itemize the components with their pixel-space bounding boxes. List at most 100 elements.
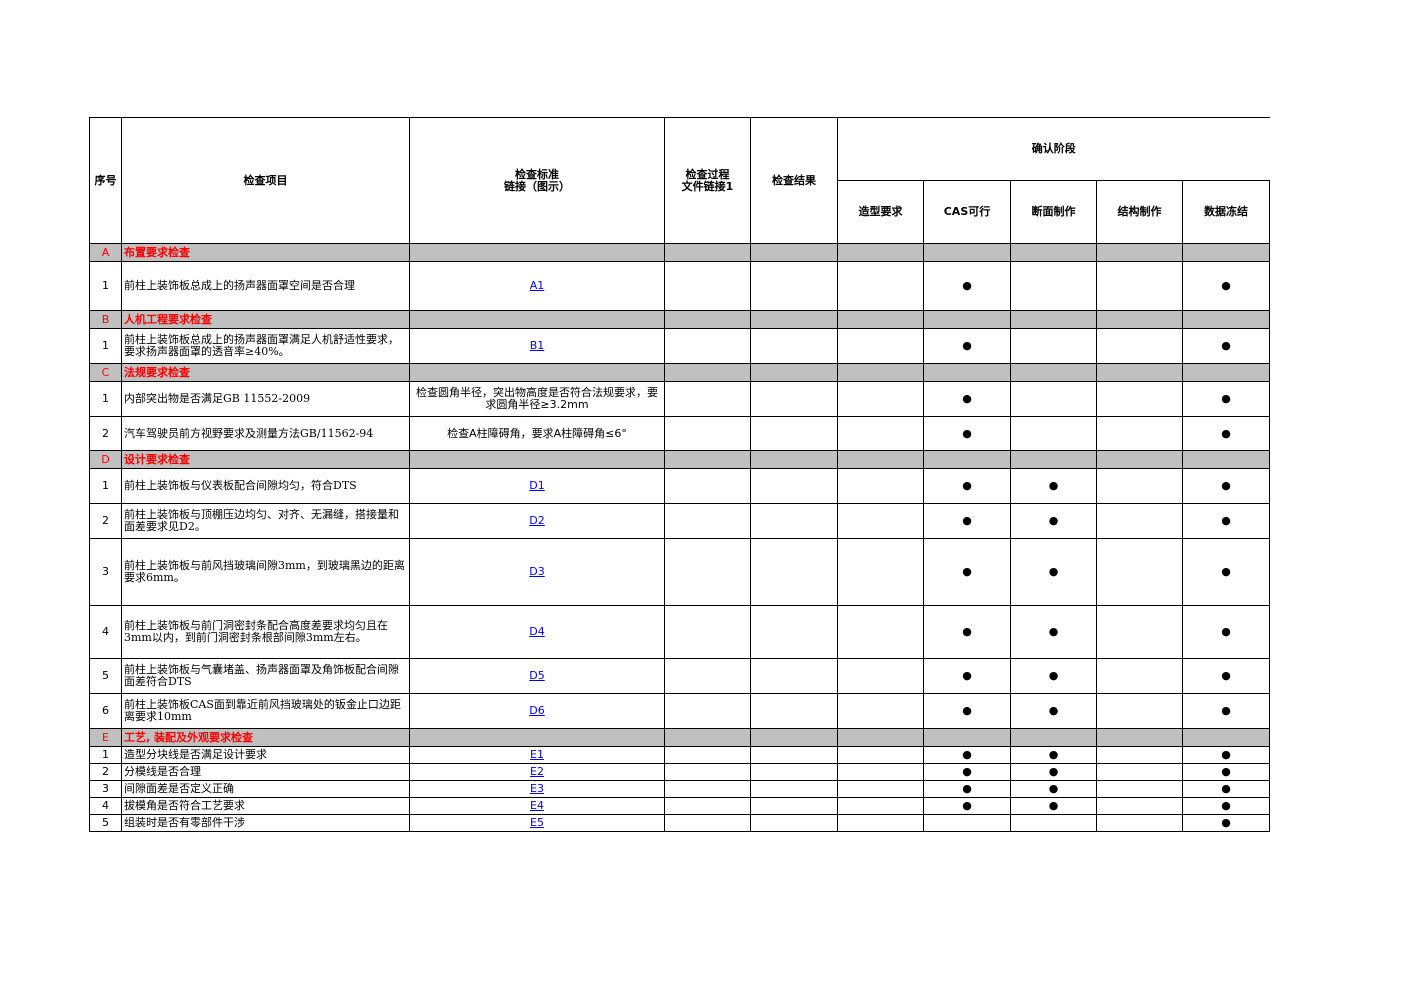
stage-cell-3[interactable] (1096, 780, 1183, 798)
standard-link[interactable]: D6 (529, 704, 545, 717)
section-code[interactable]: A (89, 243, 122, 262)
standard-cell[interactable]: D3 (409, 538, 665, 606)
stage-cell-2[interactable]: ● (1010, 468, 1097, 504)
result-cell[interactable] (750, 746, 838, 764)
section-code[interactable]: B (89, 310, 122, 329)
stage-cell-1[interactable]: ● (923, 746, 1011, 764)
stage-cell-1[interactable]: ● (923, 763, 1011, 781)
standard-cell[interactable]: B1 (409, 328, 665, 364)
result-cell[interactable] (750, 658, 838, 694)
section-cell[interactable] (1010, 243, 1097, 262)
check-item[interactable]: 汽车驾驶员前方视野要求及测量方法GB/11562-94 (121, 416, 410, 451)
section-cell[interactable] (1096, 363, 1183, 382)
stage-cell-0[interactable] (837, 693, 924, 729)
section-cell[interactable] (1096, 310, 1183, 329)
section-cell[interactable] (750, 363, 838, 382)
stage-cell-3[interactable] (1096, 658, 1183, 694)
stage-cell-3[interactable] (1096, 261, 1183, 311)
standard-link[interactable]: E3 (530, 782, 544, 795)
section-cell[interactable] (837, 363, 924, 382)
stage-cell-4[interactable]: ● (1182, 780, 1270, 798)
stage-cell-0[interactable] (837, 780, 924, 798)
stage-cell-3[interactable] (1096, 693, 1183, 729)
section-cell[interactable] (664, 728, 751, 747)
row-number[interactable]: 6 (89, 693, 122, 729)
stage-cell-1[interactable]: ● (923, 261, 1011, 311)
process-link-cell[interactable] (664, 693, 751, 729)
standard-cell[interactable]: E2 (409, 763, 665, 781)
stage-cell-1[interactable]: ● (923, 381, 1011, 417)
section-cell[interactable] (1010, 310, 1097, 329)
header-stage-1[interactable]: CAS可行 (923, 180, 1011, 244)
section-title[interactable]: 工艺, 装配及外观要求检查 (121, 728, 410, 747)
stage-cell-1[interactable]: ● (923, 693, 1011, 729)
stage-cell-1[interactable]: ● (923, 658, 1011, 694)
process-link-cell[interactable] (664, 658, 751, 694)
stage-cell-2[interactable] (1010, 381, 1097, 417)
process-link-cell[interactable] (664, 605, 751, 659)
section-cell[interactable] (409, 363, 665, 382)
stage-cell-4[interactable]: ● (1182, 746, 1270, 764)
standard-cell[interactable]: E3 (409, 780, 665, 798)
row-number[interactable]: 3 (89, 538, 122, 606)
section-cell[interactable] (664, 243, 751, 262)
check-item[interactable]: 前柱上装饰板CAS面到靠近前风挡玻璃处的钣金止口边距离要求10mm (121, 693, 410, 729)
section-cell[interactable] (1096, 728, 1183, 747)
stage-cell-4[interactable]: ● (1182, 261, 1270, 311)
section-code[interactable]: D (89, 450, 122, 469)
stage-cell-2[interactable]: ● (1010, 797, 1097, 815)
section-cell[interactable] (664, 450, 751, 469)
section-cell[interactable] (837, 243, 924, 262)
check-item[interactable]: 前柱上装饰板与前门洞密封条配合高度差要求均匀且在3mm以内，到前门洞密封条根部间… (121, 605, 410, 659)
section-cell[interactable] (750, 310, 838, 329)
standard-cell[interactable]: E4 (409, 797, 665, 815)
section-cell[interactable] (1010, 450, 1097, 469)
section-cell[interactable] (409, 728, 665, 747)
section-cell[interactable] (750, 450, 838, 469)
header-process[interactable]: 检查过程 文件链接1 (664, 117, 751, 244)
header-stage-0[interactable]: 造型要求 (837, 180, 924, 244)
process-link-cell[interactable] (664, 328, 751, 364)
section-cell[interactable] (1010, 363, 1097, 382)
section-title[interactable]: 设计要求检查 (121, 450, 410, 469)
stage-cell-2[interactable]: ● (1010, 503, 1097, 539)
row-number[interactable]: 5 (89, 814, 122, 832)
header-seq[interactable]: 序号 (89, 117, 122, 244)
process-link-cell[interactable] (664, 814, 751, 832)
standard-link[interactable]: D5 (529, 669, 545, 682)
stage-cell-1[interactable]: ● (923, 416, 1011, 451)
standard-link[interactable]: D2 (529, 514, 545, 527)
stage-cell-4[interactable]: ● (1182, 328, 1270, 364)
stage-cell-1[interactable]: ● (923, 503, 1011, 539)
header-result[interactable]: 检查结果 (750, 117, 838, 244)
header-item[interactable]: 检查项目 (121, 117, 410, 244)
row-number[interactable]: 2 (89, 416, 122, 451)
stage-cell-0[interactable] (837, 763, 924, 781)
check-item[interactable]: 前柱上装饰板与前风挡玻璃间隙3mm，到玻璃黑边的距离要求6mm。 (121, 538, 410, 606)
header-stage-group[interactable]: 确认阶段 (837, 117, 1270, 181)
result-cell[interactable] (750, 328, 838, 364)
section-title[interactable]: 布置要求检查 (121, 243, 410, 262)
result-cell[interactable] (750, 416, 838, 451)
result-cell[interactable] (750, 468, 838, 504)
stage-cell-2[interactable]: ● (1010, 746, 1097, 764)
section-cell[interactable] (750, 728, 838, 747)
result-cell[interactable] (750, 780, 838, 798)
process-link-cell[interactable] (664, 538, 751, 606)
process-link-cell[interactable] (664, 261, 751, 311)
check-item[interactable]: 分模线是否合理 (121, 763, 410, 781)
stage-cell-4[interactable]: ● (1182, 538, 1270, 606)
stage-cell-0[interactable] (837, 503, 924, 539)
row-number[interactable]: 1 (89, 468, 122, 504)
process-link-cell[interactable] (664, 746, 751, 764)
section-cell[interactable] (837, 728, 924, 747)
standard-link[interactable]: E5 (530, 816, 544, 829)
section-cell[interactable] (923, 243, 1011, 262)
section-cell[interactable] (664, 310, 751, 329)
section-cell[interactable] (1010, 728, 1097, 747)
stage-cell-2[interactable]: ● (1010, 658, 1097, 694)
stage-cell-2[interactable] (1010, 814, 1097, 832)
stage-cell-3[interactable] (1096, 538, 1183, 606)
stage-cell-0[interactable] (837, 797, 924, 815)
row-number[interactable]: 2 (89, 503, 122, 539)
